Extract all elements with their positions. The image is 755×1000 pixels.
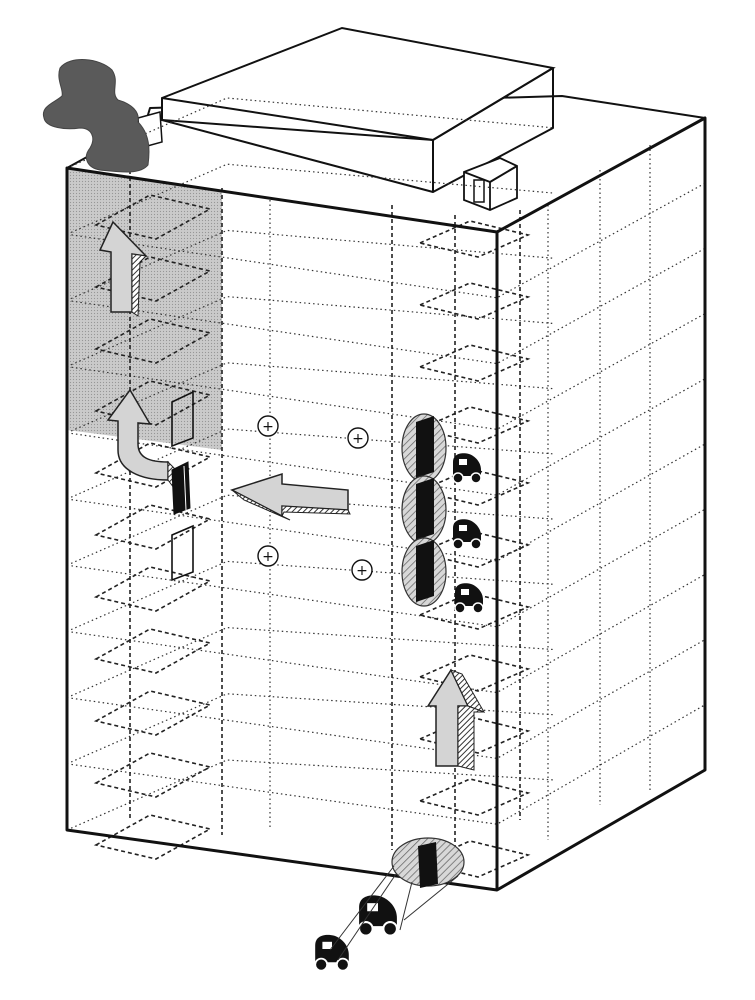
stair-flight-left [93,318,213,364]
vehicles [314,453,484,972]
smoke-zone [67,168,222,450]
entrance-door [329,837,465,961]
door-outline-upper [171,390,194,448]
vehicle-icon [314,934,350,972]
pressure-marker-label: + [262,419,274,435]
stair-flight-right [417,778,531,816]
building-outline [65,116,707,892]
pressure-plus-icon [347,427,369,449]
stair-flight-left [93,814,213,860]
floor-line [66,639,706,760]
floor-line [66,443,706,562]
pressure-marker-label: + [262,549,274,565]
pressure-plus-icon [351,559,373,581]
vehicle-icon [454,583,484,614]
stair-flight-left [93,628,213,674]
stair-flight-left [93,504,213,550]
door-icon [416,478,434,540]
stair-flight-left [93,194,213,240]
floor-line-back [66,759,556,831]
roof-structure [66,26,706,233]
floor-line [66,313,706,431]
up-arrow-icon [98,220,149,317]
stair-flight-left [93,566,213,612]
stair-flight-right [417,344,531,382]
stair-flight-left [93,690,213,736]
vehicle-icon [452,519,482,550]
pressure-markers: + + + + [257,415,373,581]
pressure-plus-icon [257,415,279,437]
floor-line-back [66,693,556,765]
stair-flight-right [417,592,531,630]
floor-line-back [66,626,556,699]
stair-flight-right [417,406,531,444]
stair-flight-right [417,654,531,692]
floor-line [66,182,706,299]
pressure-marker-label: + [352,431,364,447]
elevator-doors [401,413,447,607]
up-arrow-icon [426,668,486,771]
stair-flight-right [417,282,531,320]
vehicle-icon [452,453,482,484]
stair-door [171,461,191,515]
stair-flight-right [417,220,531,258]
floor-line [66,378,706,496]
vehicle-icon [358,895,398,937]
floor-line [66,704,706,825]
roof-access-box [463,157,518,211]
floor-line [66,508,706,628]
smoke-plume-icon [42,59,150,173]
pressure-marker-label: + [356,563,368,579]
floor-line [66,573,706,694]
door-outline-lower [171,524,194,582]
door-icon [416,540,434,602]
pressure-plus-icon [257,545,279,567]
stair-flight-left [93,752,213,798]
stair-flight-left [93,442,213,488]
door-icon [416,416,434,478]
left-arrow-icon [230,472,351,521]
floor-line [66,247,706,365]
